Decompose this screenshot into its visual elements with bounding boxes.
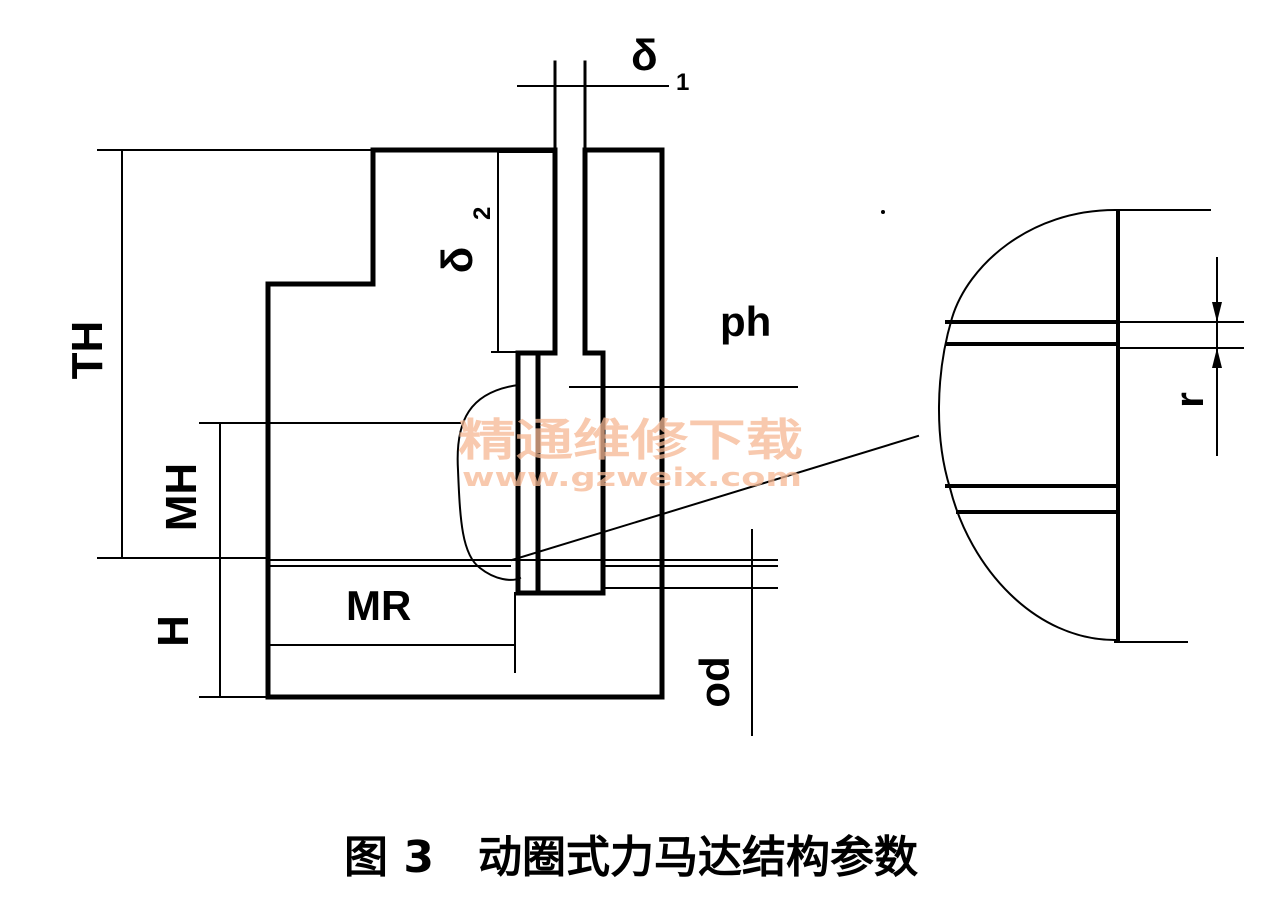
ph-label: ph [720,298,771,345]
watermark-url: www.gzweix.com [462,463,802,493]
delta1-label: δ [631,31,658,80]
h-label: H [149,615,198,647]
r-arrow-down [1212,348,1222,368]
figure-caption: 图 3 动圈式力马达结构参数 [344,832,918,883]
detail-leader-line [510,434,920,562]
od-label: od [691,656,738,707]
mh-label: MH [157,463,206,531]
r-label: r [1168,392,1212,408]
watermark-text: 精通维修下载 [458,415,803,466]
mr-label: MR [346,582,411,629]
r-arrow-up [1212,302,1222,322]
detail-loop [456,383,522,581]
stray-dot [881,210,885,214]
enlarged-view-arc [938,208,1117,642]
housing-outline [265,147,665,700]
delta2-label: δ [433,247,482,274]
delta2-subscript: 2 [469,207,496,220]
th-label: TH [63,321,112,380]
delta1-subscript: 1 [676,69,689,96]
